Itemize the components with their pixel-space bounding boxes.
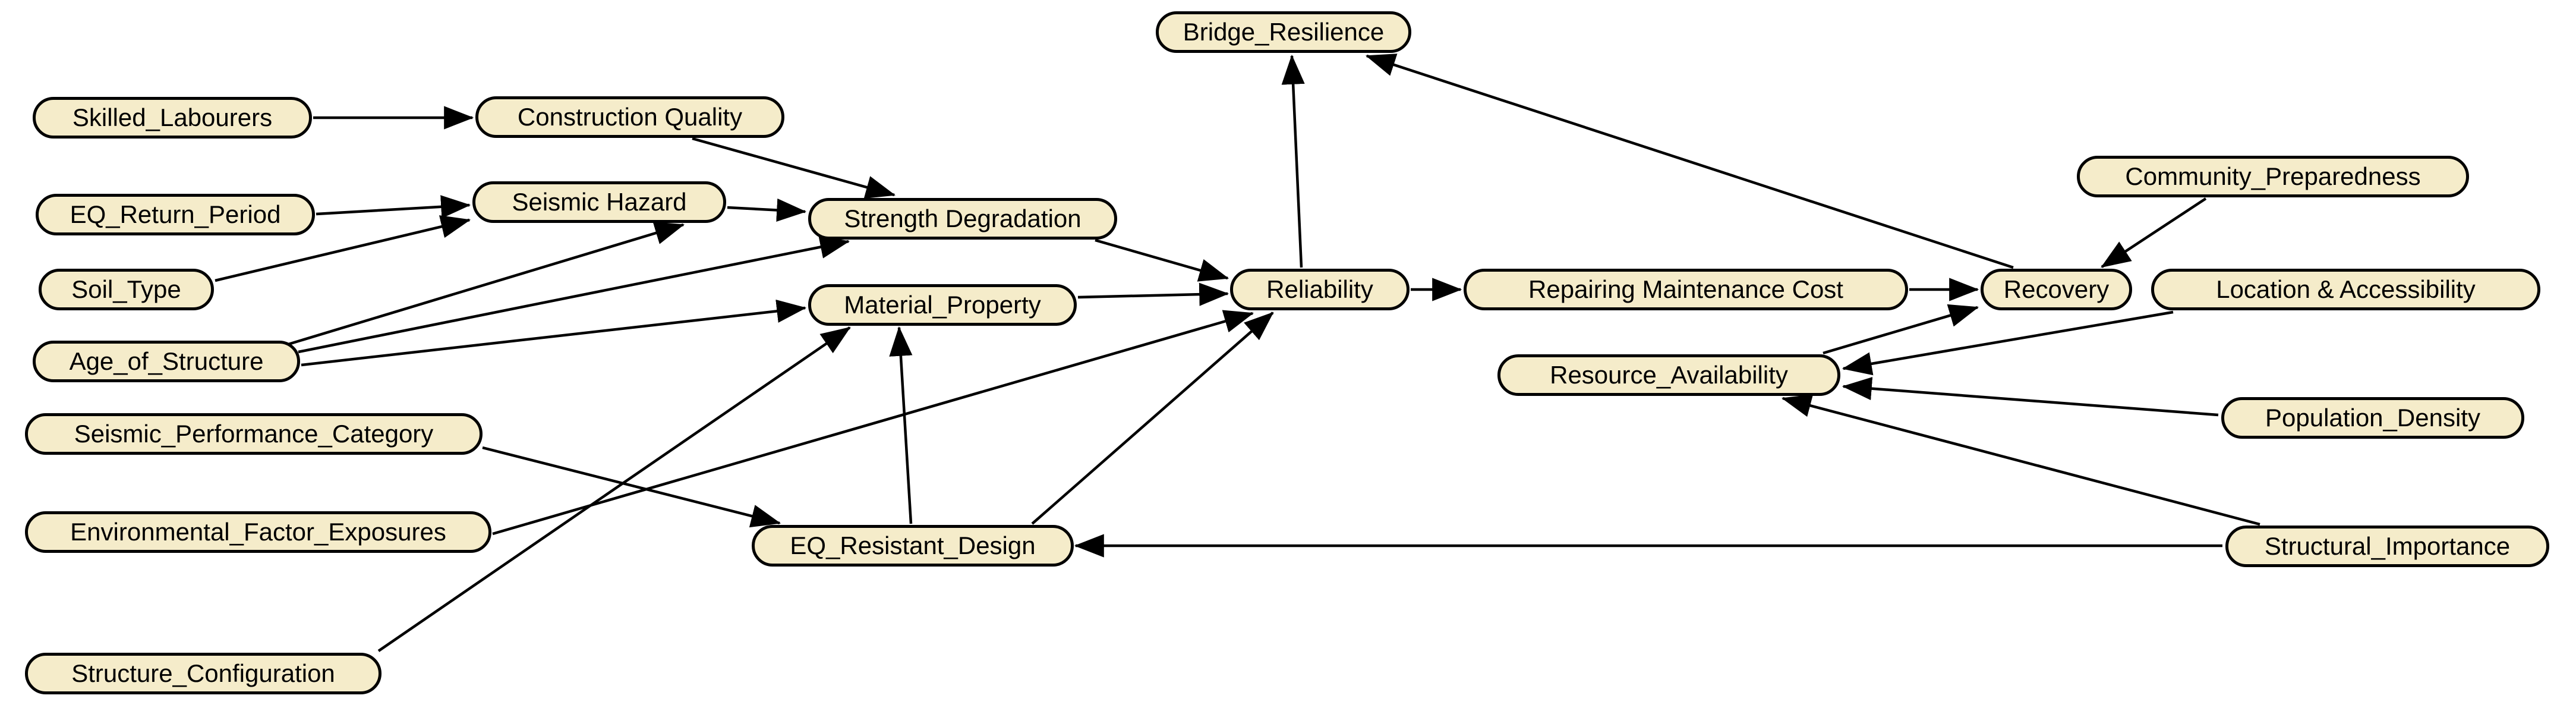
edge-construction_quality-to-strength_degradation bbox=[692, 137, 896, 199]
node-population_density[interactable]: Population_Density bbox=[2221, 397, 2524, 439]
edge-recovery-to-bridge_resilience bbox=[1365, 54, 2014, 269]
node-construction_quality[interactable]: Construction Quality bbox=[475, 96, 784, 138]
node-seismic_hazard[interactable]: Seismic Hazard bbox=[472, 181, 726, 223]
node-repairing_maintenance_cost[interactable]: Repairing Maintenance Cost bbox=[1464, 269, 1908, 310]
edge-resource_availability-to-recovery bbox=[1823, 304, 1979, 355]
node-community_preparedness[interactable]: Community_Preparedness bbox=[2077, 156, 2469, 197]
edge-community_preparedness-to-recovery bbox=[2101, 197, 2207, 268]
node-material_property[interactable]: Material_Property bbox=[808, 284, 1077, 326]
edge-age_of_structure-to-strength_degradation bbox=[298, 235, 850, 354]
edge-strength_degradation-to-reliability bbox=[1095, 238, 1229, 282]
node-resource_availability[interactable]: Resource_Availability bbox=[1497, 354, 1840, 396]
edge-location_accessibility-to-resource_availability bbox=[1842, 310, 2174, 376]
node-strength_degradation[interactable]: Strength Degradation bbox=[808, 198, 1117, 240]
node-seismic_performance_category[interactable]: Seismic_Performance_Category bbox=[25, 413, 483, 455]
edge-soil_type-to-seismic_hazard bbox=[215, 215, 471, 282]
node-skilled_labourers[interactable]: Skilled_Labourers bbox=[33, 97, 312, 139]
edge-environmental_factor_exposures-to-reliability bbox=[492, 310, 1254, 536]
edge-seismic_performance_category-to-eq_resistant_design bbox=[482, 446, 781, 528]
edge-reliability-to-bridge_resilience bbox=[1281, 54, 1305, 268]
node-bridge_resilience[interactable]: Bridge_Resilience bbox=[1156, 11, 1411, 53]
node-environmental_factor_exposures[interactable]: Environmental_Factor_Exposures bbox=[25, 511, 491, 553]
edge-eq_return_period-to-seismic_hazard bbox=[316, 195, 471, 219]
node-location_accessibility[interactable]: Location & Accessibility bbox=[2151, 269, 2540, 310]
node-structure_configuration[interactable]: Structure_Configuration bbox=[25, 653, 381, 694]
edge-material_property-to-reliability bbox=[1077, 282, 1229, 306]
edge-structural_importance-to-resource_availability bbox=[1781, 394, 2260, 526]
node-structural_importance[interactable]: Structural_Importance bbox=[2225, 526, 2549, 567]
edge-seismic_hazard-to-strength_degradation bbox=[727, 198, 807, 222]
node-eq_resistant_design[interactable]: EQ_Resistant_Design bbox=[752, 525, 1074, 567]
edge-age_of_structure-to-material_property bbox=[301, 299, 807, 367]
edge-age_of_structure-to-seismic_hazard bbox=[286, 222, 685, 347]
edge-eq_resistant_design-to-material_property bbox=[889, 326, 913, 524]
node-recovery[interactable]: Recovery bbox=[1981, 269, 2132, 310]
edge-population_density-to-resource_availability bbox=[1842, 377, 2219, 417]
node-soil_type[interactable]: Soil_Type bbox=[39, 269, 214, 310]
node-eq_return_period[interactable]: EQ_Return_Period bbox=[36, 194, 315, 235]
node-reliability[interactable]: Reliability bbox=[1230, 269, 1410, 310]
node-age_of_structure[interactable]: Age_of_Structure bbox=[33, 341, 300, 382]
edge-structure_configuration-to-material_property bbox=[377, 326, 851, 652]
edge-eq_resistant_design-to-reliability bbox=[1031, 312, 1274, 525]
